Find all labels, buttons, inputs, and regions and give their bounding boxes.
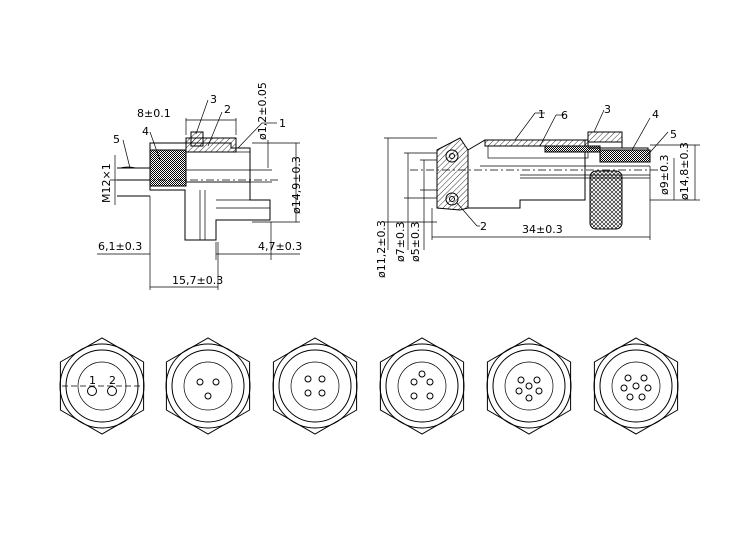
pin-5 (535, 387, 543, 395)
left-callout-4: 4 (142, 125, 149, 138)
outer-ring (59, 343, 145, 429)
pin-1 (87, 386, 97, 396)
hex-outline (593, 337, 679, 435)
right-dim-d3: ø5±0.3 (409, 222, 422, 262)
left-callout-3: 3 (210, 93, 217, 106)
pin-7 (638, 393, 646, 401)
inner-ring (599, 349, 673, 423)
pin-2 (517, 376, 525, 384)
pin-4 (515, 387, 523, 395)
pin-2 (624, 374, 632, 382)
right-callout-4: 4 (652, 108, 659, 121)
front-view-7-pin (593, 337, 679, 435)
pin-6 (626, 393, 634, 401)
insert-face (290, 361, 340, 411)
insert-face (397, 361, 447, 411)
pin-1 (632, 382, 640, 390)
left-callout-2: 2 (224, 103, 231, 116)
front-view-3-pin (165, 337, 251, 435)
right-side-view: 1 6 3 4 5 2 34±0.3 ø11,2±0.3 ø7±0.3 ø5±0… (375, 103, 700, 278)
inner-ring (492, 349, 566, 423)
pin-3 (204, 392, 212, 400)
left-dim-thread: M12×1 (100, 163, 113, 203)
pin-1 (304, 375, 312, 383)
hex-outline (272, 337, 358, 435)
pin-1 (525, 382, 533, 390)
left-callout-1: 1 (279, 117, 286, 130)
right-callout-6: 6 (561, 109, 568, 122)
pin-label-2: 2 (109, 374, 116, 387)
pin-4 (620, 384, 628, 392)
left-dim-top-width: 8±0.1 (137, 107, 171, 120)
inner-ring (278, 349, 352, 423)
front-view-6-pin (486, 337, 572, 435)
right-dim-d1: ø11,2±0.3 (375, 220, 388, 278)
outer-ring (272, 343, 358, 429)
pin-3 (640, 374, 648, 382)
left-dim-left-len: 6,1±0.3 (98, 240, 142, 253)
pin-3 (304, 389, 312, 397)
pin-1 (196, 378, 204, 386)
outer-ring (165, 343, 251, 429)
pin-2 (318, 375, 326, 383)
right-callout-3: 3 (604, 103, 611, 116)
insert-face (504, 361, 554, 411)
right-dim-d4: ø9±0.3 (658, 155, 671, 195)
front-view-4-pin (272, 337, 358, 435)
outer-ring (379, 343, 465, 429)
left-callout-5: 5 (113, 133, 120, 146)
inner-ring (385, 349, 459, 423)
right-callout-1: 1 (538, 108, 545, 121)
pin-label-1: 1 (89, 374, 96, 387)
pin-5 (644, 384, 652, 392)
pin-4 (410, 392, 418, 400)
right-callout-2: 2 (480, 220, 487, 233)
pin-3 (533, 376, 541, 384)
front-view-5-pin (379, 337, 465, 435)
right-dim-d5: ø14,8±0.3 (678, 142, 691, 200)
right-dim-d2: ø7±0.3 (394, 222, 407, 262)
pin-1 (410, 378, 418, 386)
pin-2 (212, 378, 220, 386)
left-side-view: 1 2 3 4 5 8±0.1 M12×1 ø1,2±0.05 ø14,9±0.… (97, 82, 303, 290)
hex-outline (379, 337, 465, 435)
inner-ring (171, 349, 245, 423)
left-dim-pin-dia: ø1,2±0.05 (256, 82, 269, 140)
hex-outline (486, 337, 572, 435)
outer-ring (486, 343, 572, 429)
hex-outline (59, 337, 145, 435)
pin-4 (318, 389, 326, 397)
right-dim-length: 34±0.3 (522, 223, 563, 236)
pin-2 (107, 386, 117, 396)
insert-face (611, 361, 661, 411)
left-dim-right-len: 4,7±0.3 (258, 240, 302, 253)
left-dim-body-dia: ø14,9±0.3 (290, 156, 303, 214)
insert-face (183, 361, 233, 411)
left-dim-total-len: 15,7±0.3 (172, 274, 223, 287)
outer-ring (593, 343, 679, 429)
right-callout-5: 5 (670, 128, 677, 141)
pin-2 (426, 378, 434, 386)
pin-6 (525, 394, 533, 402)
pin-3 (418, 370, 426, 378)
pin-5 (426, 392, 434, 400)
hex-outline (165, 337, 251, 435)
